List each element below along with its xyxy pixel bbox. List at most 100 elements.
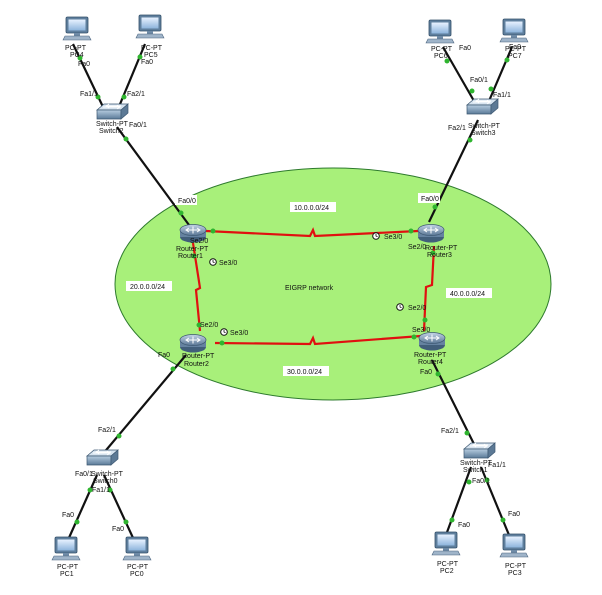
- port-label: Fa0: [62, 512, 74, 519]
- pc-icon: [122, 536, 152, 561]
- port-label: Fa1/1: [493, 92, 511, 99]
- port-label: Fa2/1: [448, 125, 466, 132]
- router3-name-label: Router3: [427, 252, 452, 259]
- pc0-name-label: PC0: [130, 571, 144, 578]
- network-40-label: 40.0.0.0/24: [450, 291, 485, 298]
- router-node-router4[interactable]: [418, 332, 446, 351]
- router3-type-label: Router-PT: [425, 245, 458, 252]
- pc-node-pc2[interactable]: [431, 531, 461, 556]
- port-labels: Fa0 Fa0 Fa1/1 Fa2/1 Fa0/1 Fa0/0 Fa0 Fa0 …: [62, 44, 521, 533]
- router-icon: [418, 332, 446, 351]
- device-labels: PC-PT PC4 PC-PT PC5 PC-PT PC6 PC-PT PC7 …: [57, 45, 527, 578]
- dce-clock-icon: [372, 232, 380, 240]
- eigrp-network-label: EIGRP network: [285, 285, 334, 292]
- pc-node-pc6[interactable]: [425, 19, 455, 44]
- switch-node-switch3[interactable]: [466, 98, 499, 115]
- pc0-type-label: PC-PT: [127, 564, 149, 571]
- pc1-name-label: PC1: [60, 571, 74, 578]
- pc-icon: [425, 19, 455, 44]
- switch-icon: [463, 442, 496, 459]
- switch3-type-label: Switch-PT: [468, 123, 501, 130]
- switch2-name-label: Switch2: [99, 128, 124, 135]
- port-label: Fa0: [141, 59, 153, 66]
- pc-node-pc0[interactable]: [122, 536, 152, 561]
- pc7-type-label: PC-PT: [505, 46, 527, 53]
- pc-node-pc5[interactable]: [135, 14, 165, 39]
- pc2-type-label: PC-PT: [437, 561, 459, 568]
- port-label: Fa0: [509, 44, 521, 51]
- port-label: Se3/0: [412, 327, 430, 334]
- port-label: Se2/0: [408, 244, 426, 251]
- port-label: Fa0: [508, 511, 520, 518]
- port-label: Fa0: [458, 522, 470, 529]
- pc5-name-label: PC5: [144, 52, 158, 59]
- dce-clock-icon: [209, 258, 217, 266]
- port-label: Fa1/1: [92, 487, 110, 494]
- dce-clock-icon: [396, 303, 404, 311]
- router1-name-label: Router1: [178, 253, 203, 260]
- port-label: Fa0/1: [75, 471, 93, 478]
- network-address-labels: 10.0.0.0/24 20.0.0.0/24 30.0.0.0/24 40.0…: [126, 202, 492, 376]
- port-label: Fa0: [78, 61, 90, 68]
- port-label: Fa0: [158, 352, 170, 359]
- port-label: Fa0/1: [472, 478, 490, 485]
- pc4-type-label: PC-PT: [65, 45, 87, 52]
- switch-icon: [466, 98, 499, 115]
- pc-node-pc3[interactable]: [499, 533, 529, 558]
- switch-icon: [96, 103, 129, 120]
- pc1-type-label: PC-PT: [57, 564, 79, 571]
- switch3-name-label: Switch3: [471, 130, 496, 137]
- port-label: Fa0: [420, 369, 432, 376]
- pc-icon: [499, 533, 529, 558]
- port-label: Fa1/1: [80, 91, 98, 98]
- port-label: Fa0: [459, 45, 471, 52]
- router1-type-label: Router-PT: [176, 246, 209, 253]
- router2-name-label: Router2: [184, 361, 209, 368]
- router-icon: [417, 224, 445, 243]
- port-label: Se2/0: [200, 322, 218, 329]
- port-label: Fa0: [112, 526, 124, 533]
- port-label: Se3/0: [230, 330, 248, 337]
- pc5-type-label: PC-PT: [141, 45, 163, 52]
- port-label: Fa0/0: [421, 196, 439, 203]
- switch1-name-label: Switch1: [463, 467, 488, 474]
- switch0-type-label: Switch-PT: [91, 471, 124, 478]
- port-label: Se2/0: [408, 305, 426, 312]
- pc-node-pc4[interactable]: [62, 16, 92, 41]
- serial-links: [191, 227, 436, 346]
- network-20-label: 20.0.0.0/24: [130, 284, 165, 291]
- pc-icon: [135, 14, 165, 39]
- pc7-name-label: PC7: [508, 53, 522, 60]
- router-node-router3[interactable]: [417, 224, 445, 243]
- port-label: Fa0/0: [178, 198, 196, 205]
- network-10-label: 10.0.0.0/24: [294, 205, 329, 212]
- router2-type-label: Router-PT: [182, 353, 215, 360]
- router-node-router2[interactable]: [179, 334, 207, 353]
- pc-icon: [51, 536, 81, 561]
- port-label: Se2/0: [190, 238, 208, 245]
- router-icon: [179, 334, 207, 353]
- switch-node-switch1[interactable]: [463, 442, 496, 459]
- pc-node-pc7[interactable]: [499, 18, 529, 43]
- router4-name-label: Router4: [418, 359, 443, 366]
- port-label: Fa0/1: [129, 122, 147, 129]
- dce-clock-icon: [220, 328, 228, 336]
- port-label: Fa2/1: [98, 427, 116, 434]
- switch-node-switch2[interactable]: [96, 103, 129, 120]
- pc3-type-label: PC-PT: [505, 563, 527, 570]
- pc-icon: [62, 16, 92, 41]
- port-label: Fa1/1: [488, 462, 506, 469]
- port-label: Fa0/1: [470, 77, 488, 84]
- pc-icon: [499, 18, 529, 43]
- port-label: Fa2/1: [441, 428, 459, 435]
- pc3-name-label: PC3: [508, 570, 522, 577]
- switch-node-switch0[interactable]: [86, 449, 119, 466]
- pc6-name-label: PC6: [434, 53, 448, 60]
- port-label: Se3/0: [219, 260, 237, 267]
- pc4-name-label: PC4: [70, 52, 84, 59]
- port-label: Se3/0: [384, 234, 402, 241]
- pc-node-pc1[interactable]: [51, 536, 81, 561]
- link-status-leds: [74, 54, 510, 525]
- network-30-label: 30.0.0.0/24: [287, 369, 322, 376]
